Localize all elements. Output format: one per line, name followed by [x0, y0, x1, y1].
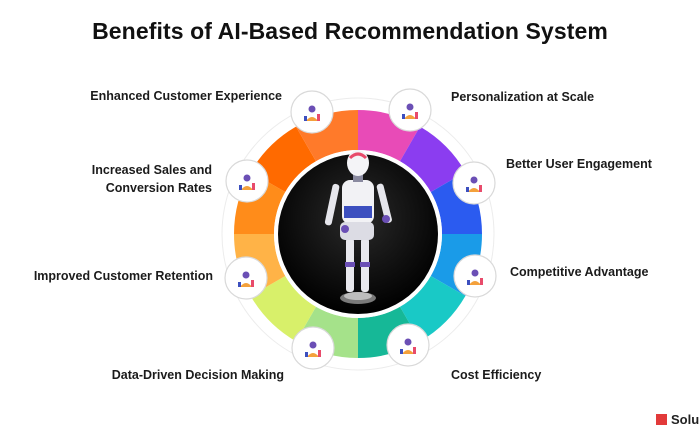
wheel-segment [400, 126, 466, 192]
logo-mark-icon [656, 414, 667, 425]
benefit-label-line1: Increased Sales and [91, 163, 212, 177]
benefit-label-data-driven-decision-making: Data-Driven Decision Making [111, 368, 284, 382]
cost-chart-icon [386, 323, 430, 367]
personalized-hand-icon [388, 88, 432, 132]
benefit-label-increased-sales: Increased Sales and Conversion Rates [70, 161, 212, 197]
wheel-segment [400, 276, 466, 342]
benefit-label-enhanced-customer-experience: Enhanced Customer Experience [90, 89, 282, 103]
logo-text: Solu [671, 412, 700, 427]
benefit-label-cost-efficiency: Cost Efficiency [451, 368, 542, 382]
icon-markers [224, 88, 497, 370]
retention-cycle-icon [224, 256, 268, 300]
page-title: Benefits of AI-Based Recommendation Syst… [92, 18, 608, 44]
benefit-label-better-user-engagement: Better User Engagement [506, 157, 652, 171]
sales-funnel-icon [225, 159, 269, 203]
benefit-label-competitive-advantage: Competitive Advantage [510, 265, 649, 279]
handshake-icon [452, 161, 496, 205]
benefit-label-improved-customer-retention: Improved Customer Retention [33, 269, 213, 283]
benefit-label-personalization-at-scale: Personalization at Scale [451, 90, 595, 104]
customer-rating-icon [290, 90, 334, 134]
brand-logo: Solu [656, 412, 699, 427]
growth-arrow-icon [453, 254, 497, 298]
wheel-segment [250, 276, 316, 342]
benefit-label-line2: Conversion Rates [105, 181, 212, 195]
robot-illustration [324, 150, 392, 304]
data-analysis-icon [291, 326, 335, 370]
